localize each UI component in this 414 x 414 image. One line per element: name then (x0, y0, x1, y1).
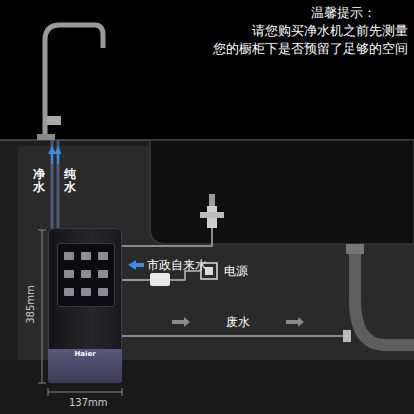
faucet (45, 25, 103, 136)
dimension-tick (48, 388, 49, 396)
dimension-tick (38, 230, 46, 231)
flow-arrow-shaft (57, 154, 59, 164)
purifier-unit: Haier (48, 228, 122, 383)
screen-icon (81, 288, 91, 296)
dimension-line (42, 230, 43, 383)
valve-stem (209, 194, 215, 206)
brand-logo: Haier (49, 350, 121, 358)
faucet-base (37, 134, 55, 140)
dimension-label: 137mm (69, 397, 108, 408)
screen-icon (81, 270, 91, 278)
waste-arrow (172, 317, 190, 327)
supply-label: 市政自来水 (147, 257, 207, 274)
dimension-tick (38, 383, 46, 384)
screen-icon (98, 270, 108, 278)
cabinet (0, 140, 414, 414)
control-screen (57, 243, 115, 307)
supply-line (122, 228, 212, 246)
pipe-label: 净水 (33, 168, 45, 194)
dimension-line (48, 392, 122, 393)
screen-icon (98, 252, 108, 260)
screen-icon (64, 288, 74, 296)
note-text: 您的橱柜下是否预留了足够的空间 (213, 40, 408, 58)
note-heading: 温馨提示： (311, 4, 376, 22)
sink-basin (150, 140, 414, 244)
flow-arrow-shaft (51, 154, 53, 164)
waste-label: 废水 (226, 314, 250, 331)
pipe-label: 纯水 (64, 168, 76, 194)
tap-water-arrow (128, 260, 144, 270)
drain-trap (355, 244, 414, 345)
dimension-label: 385mm (25, 275, 36, 335)
outlet-socket (205, 267, 213, 275)
outlet-icon (200, 262, 218, 280)
power-adapter (150, 273, 170, 286)
screen-icon (64, 252, 74, 260)
angle-valve-handle (200, 212, 224, 218)
power-outlet: 电源 (200, 262, 248, 280)
drain-clamp (343, 330, 351, 342)
waste-arrow (286, 317, 304, 327)
screen-icon (64, 270, 74, 278)
outlet-label: 电源 (224, 263, 248, 280)
faucet-handle (47, 116, 61, 125)
note-text: 请您购买净水机之前先测量 (252, 22, 408, 40)
outlet-frame (201, 263, 217, 279)
flow-arrows (48, 146, 62, 154)
waste-line (122, 335, 347, 337)
screen-icon (98, 288, 108, 296)
dimension-tick (122, 388, 123, 396)
screen-icon (81, 252, 91, 260)
drain-nut (346, 244, 364, 254)
